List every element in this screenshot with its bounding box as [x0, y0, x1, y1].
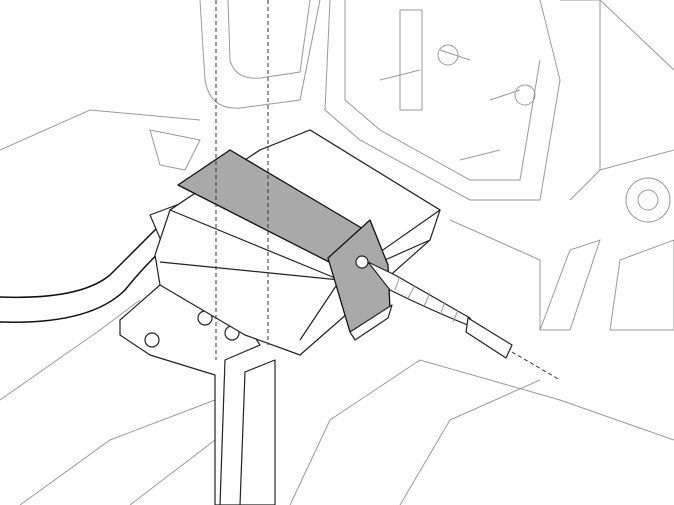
- wiring-harness: [0, 224, 161, 299]
- bolt-icon: [144, 332, 160, 348]
- rivet-icon: [355, 255, 369, 269]
- drill-bit: [367, 261, 561, 381]
